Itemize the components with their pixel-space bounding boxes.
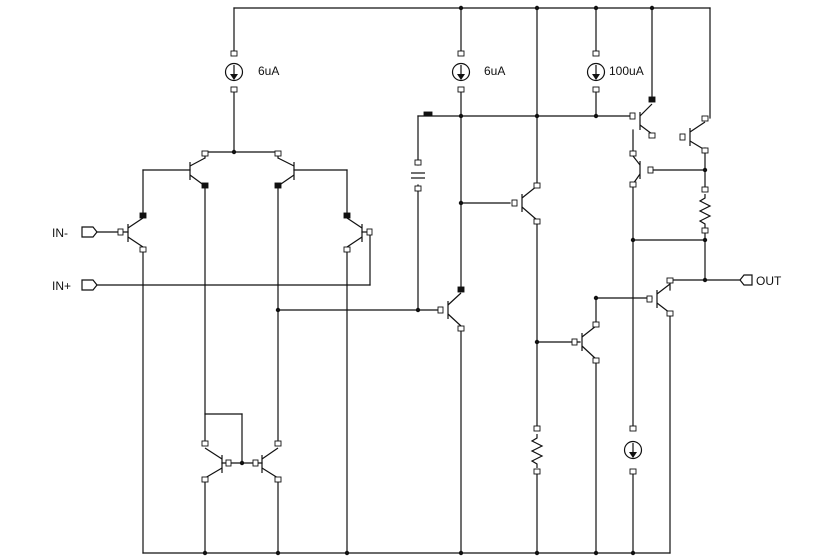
current-source-left [224, 50, 244, 93]
transistor-q10 [629, 96, 656, 139]
current-source-bottom [623, 425, 643, 475]
transistor-q5 [201, 440, 232, 483]
port-out [739, 274, 753, 286]
label-source-mid: 6uA [484, 64, 505, 78]
transistor-q11 [679, 115, 709, 154]
transistor-q2 [274, 150, 295, 189]
transistor-q8 [511, 182, 541, 225]
junctions [202, 5, 708, 556]
label-in-plus: IN+ [52, 279, 71, 293]
current-source-mid [451, 50, 471, 93]
label-source-right: 100uA [609, 64, 644, 78]
label-out: OUT [756, 274, 782, 288]
transistor-q13 [646, 277, 674, 317]
transistor-q6 [252, 440, 282, 483]
label-in-minus: IN- [52, 226, 68, 240]
current-source-right [586, 50, 606, 93]
wires [96, 7, 741, 554]
port-in-minus [81, 226, 98, 238]
transistor-q9 [571, 321, 600, 364]
label-source-left: 6uA [258, 64, 279, 78]
port-in-plus [81, 279, 98, 291]
transistor-q4 [343, 212, 373, 253]
transistor-q1 [189, 150, 209, 189]
transistor-q3 [117, 212, 147, 253]
capacitor-c1 [411, 111, 433, 192]
transistor-q12 [629, 150, 654, 188]
resistor-r1 [530, 425, 544, 475]
transistor-q7 [437, 286, 465, 332]
resistor-r2 [698, 186, 712, 234]
